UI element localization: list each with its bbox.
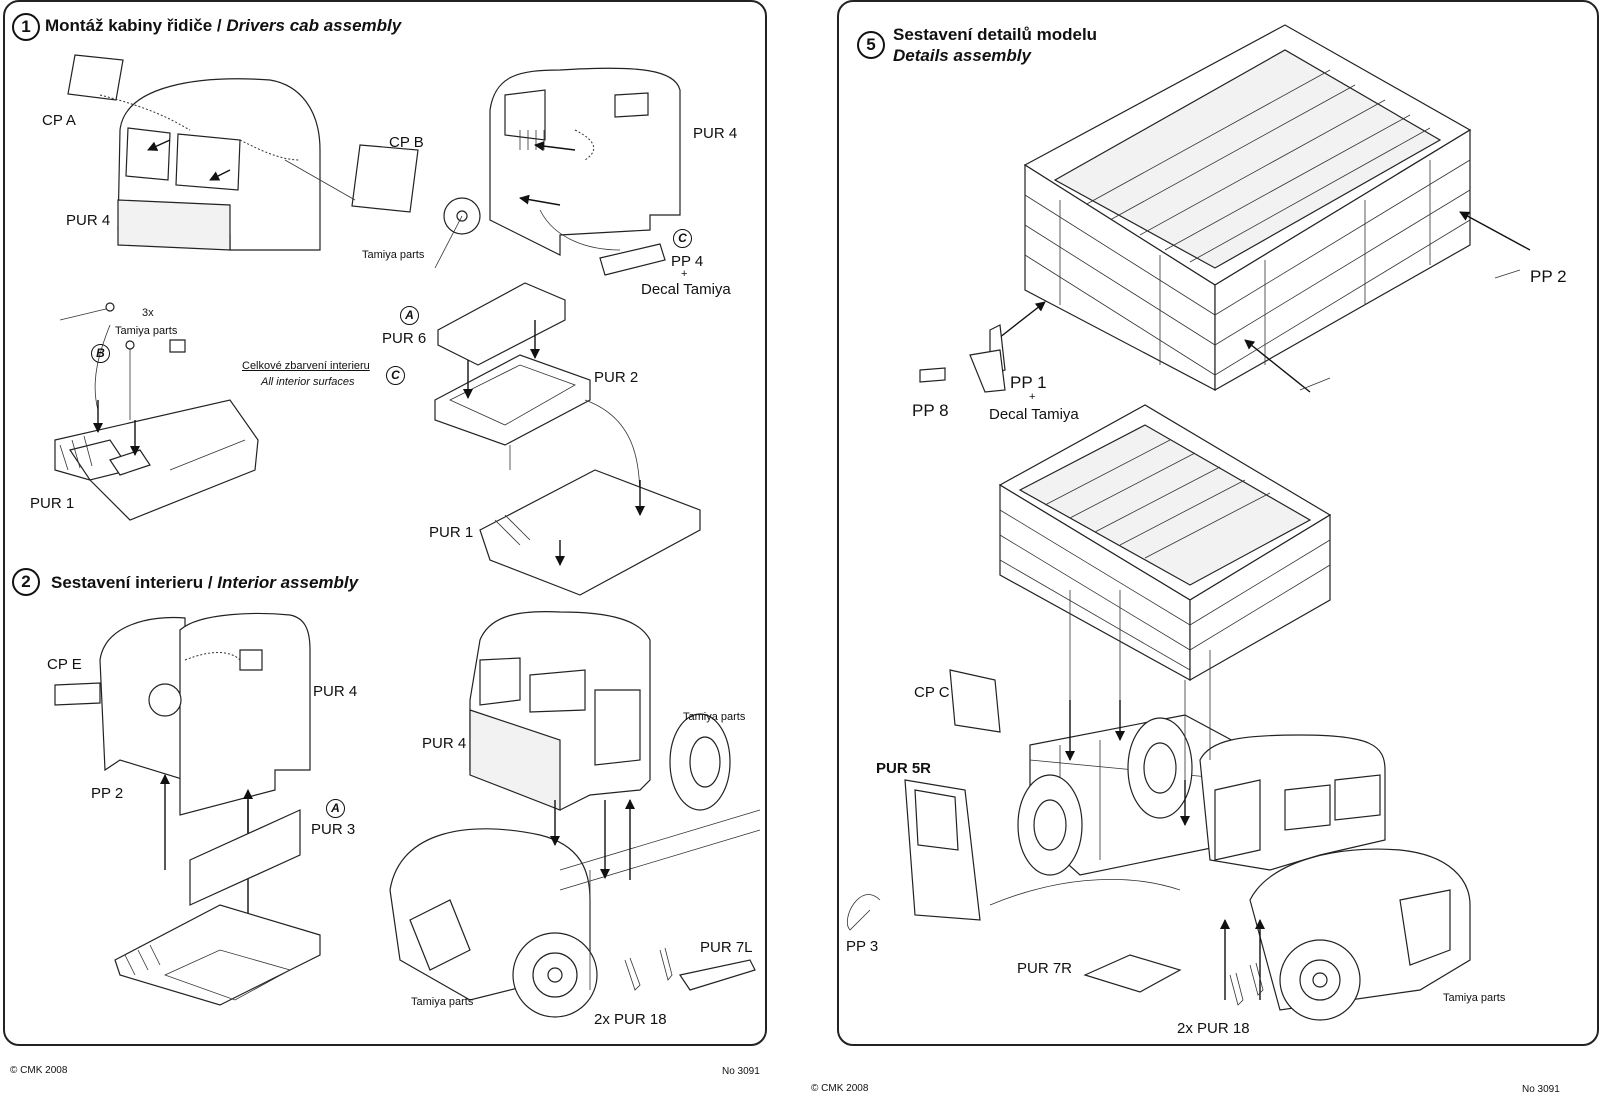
label-celkove-zbarveni: Celkové zbarvení interieru [242, 360, 370, 372]
window-cp-a [68, 55, 123, 100]
section-2-title: Sestavení interieru / Interior assembly [51, 573, 358, 593]
label-cp-a: CP A [42, 112, 76, 129]
section-2-title-en: Interior assembly [217, 573, 359, 592]
truck-front-assembly [390, 612, 760, 1017]
label-pur4-b: PUR 4 [693, 125, 738, 142]
label-pp8: PP 8 [912, 401, 949, 420]
section-1-title-cz: Montáž kabiny řidiče / [45, 16, 227, 35]
label-tamiya-parts-4: Tamiya parts [411, 996, 474, 1008]
label-pp3: PP 3 [846, 938, 879, 955]
label-pur4-a: PUR 4 [66, 212, 111, 229]
label-tamiya-parts-5: Tamiya parts [1443, 992, 1506, 1004]
section-5-title-cz: Sestavení detailů modelu [893, 25, 1098, 44]
seat-base-pur2 [435, 355, 590, 445]
label-3x: 3x [142, 307, 154, 319]
label-tamiya-parts-1: Tamiya parts [362, 249, 425, 261]
step-number-1: 1 [12, 13, 40, 41]
window-cp-b [352, 145, 418, 212]
label-pur4-d: PUR 4 [422, 735, 467, 752]
label-tamiya-parts-3: Tamiya parts [683, 711, 746, 723]
label-pp2-b: PP 2 [1530, 267, 1567, 286]
label-all-interior-surfaces: All interior surfaces [261, 376, 355, 388]
copyright-left: © CMK 2008 [10, 1065, 68, 1076]
label-cp-e: CP E [47, 656, 82, 673]
cab-front-pur4 [68, 55, 418, 250]
paint-marker-c1: C [673, 229, 692, 248]
label-plus-1: + [681, 268, 688, 280]
floor-pur1-a [55, 303, 258, 520]
paint-marker-c2: C [386, 366, 405, 385]
dashboard-pp4 [600, 244, 665, 275]
floor-pur1-b [480, 470, 700, 595]
label-pur7l: PUR 7L [700, 939, 753, 956]
section-2-title-cz: Sestavení interieru / [51, 573, 218, 592]
section-1-title: Montáž kabiny řidiče / Drivers cab assem… [45, 16, 401, 36]
cargo-bed-lower [1000, 405, 1330, 680]
cab-window-left [126, 128, 170, 180]
seat-cushion-pur6 [438, 283, 565, 365]
seat-pur3 [190, 810, 300, 905]
label-decal-tamiya-1: Decal Tamiya [641, 281, 731, 298]
step-pur7l [680, 960, 755, 990]
label-decal-tamiya-2: Decal Tamiya [989, 406, 1079, 423]
cab-rear-pur4 [435, 68, 680, 275]
cab-window-right [176, 134, 240, 190]
truck-details-assembly [847, 590, 1470, 1020]
interior-assembly [55, 614, 320, 1005]
step-pur7r [1085, 955, 1180, 992]
label-pp1: PP 1 [1010, 373, 1047, 392]
step-number-5: 5 [857, 31, 885, 59]
label-tamiya-parts-2: Tamiya parts [115, 325, 178, 337]
paint-marker-a1: A [400, 306, 419, 325]
window-cp-e [55, 683, 100, 705]
label-pp4: PP 4 [671, 253, 704, 270]
bracket-pp1 [970, 350, 1005, 392]
section-5-title-en: Details assembly [893, 46, 1031, 65]
label-cp-c: CP C [914, 684, 950, 701]
label-pur6: PUR 6 [382, 330, 427, 347]
label-pur1-a: PUR 1 [30, 495, 75, 512]
seat-assembly [435, 283, 700, 595]
doc-number-right: No 3091 [1522, 1084, 1560, 1095]
label-pur1-b: PUR 1 [429, 524, 474, 541]
label-pur2: PUR 2 [594, 369, 639, 386]
label-plus-2: + [1029, 391, 1036, 403]
label-pur5r: PUR 5R [876, 760, 932, 777]
label-2x-pur18-b: 2x PUR 18 [1177, 1020, 1250, 1037]
label-pur3: PUR 3 [311, 821, 356, 838]
label-pp2-a: PP 2 [91, 785, 124, 802]
label-pur4-c: PUR 4 [313, 683, 358, 700]
label-pur7r: PUR 7R [1017, 960, 1073, 977]
window-cp-c [950, 670, 1000, 732]
section-1-title-en: Drivers cab assembly [226, 16, 402, 35]
label-cp-b: CP B [389, 134, 424, 151]
doc-number-left: No 3091 [722, 1066, 760, 1077]
cargo-bed-upper [920, 25, 1530, 392]
paint-marker-a2: A [326, 799, 345, 818]
plate-pp8 [920, 368, 945, 382]
copyright-right: © CMK 2008 [811, 1083, 869, 1094]
step-number-2: 2 [12, 568, 40, 596]
paint-marker-b: B [91, 344, 110, 363]
label-2x-pur18-a: 2x PUR 18 [594, 1011, 667, 1028]
